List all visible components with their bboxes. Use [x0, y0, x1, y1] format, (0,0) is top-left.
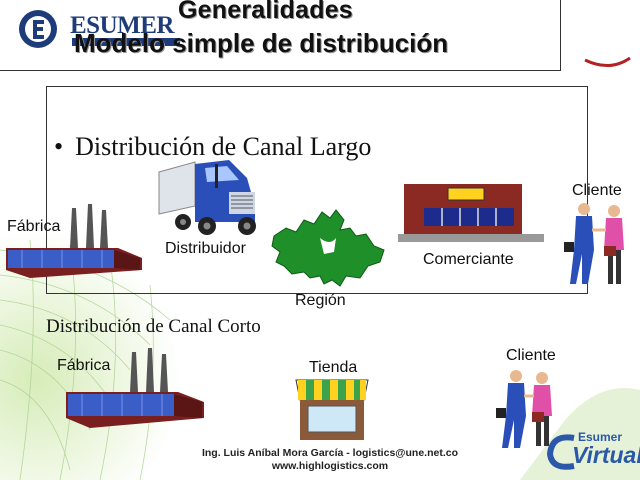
factory-short-label: Fábrica [57, 357, 111, 374]
merchant-label: Comerciante [423, 251, 514, 268]
truck-icon [158, 160, 256, 235]
logo-text: ESUMER [70, 12, 174, 39]
short-channel-title: Distribución de Canal Corto [46, 316, 261, 337]
logo-underline [72, 38, 180, 46]
footer-author: Ing. Luis Aníbal Mora García - logistics… [201, 447, 459, 459]
distributor-label: Distribuidor [165, 240, 246, 257]
esumer-virtual-logo: Esumer Virtual [546, 430, 640, 474]
store-icon [295, 379, 369, 440]
clients-handshake-icon [564, 203, 624, 284]
long-channel-heading: • Distribución de Canal Largo [54, 132, 371, 162]
long-channel-box [46, 86, 588, 294]
page-title: Generalidades [178, 0, 353, 24]
esumer-emblem-icon [19, 10, 57, 48]
virtual-small-text: Esumer [578, 430, 623, 444]
esumer-logo: ESUMER [16, 8, 186, 50]
title-frame [0, 0, 561, 71]
region-map-icon [271, 209, 385, 287]
store-label: Tienda [309, 359, 358, 376]
long-channel-title: Distribución de Canal Largo [75, 132, 372, 161]
factory-short-icon [66, 348, 204, 428]
page-subtitle: Modelo simple de distribución [74, 28, 449, 58]
factory-icon [6, 204, 142, 278]
virtual-emblem-icon [546, 434, 575, 470]
footer-website: www.highlogistics.com [271, 460, 389, 472]
factory-label: Fábrica [7, 218, 61, 235]
virtual-large-text: Virtual [572, 442, 640, 468]
bullet-dot: • [54, 132, 64, 161]
region-label: Región [295, 292, 346, 309]
client-label: Cliente [572, 182, 622, 199]
clients-short-icon [496, 370, 552, 448]
client-short-label: Cliente [506, 347, 556, 364]
merchant-store-icon [398, 184, 544, 242]
footer: Ing. Luis Aníbal Mora García - logistics… [160, 447, 500, 473]
